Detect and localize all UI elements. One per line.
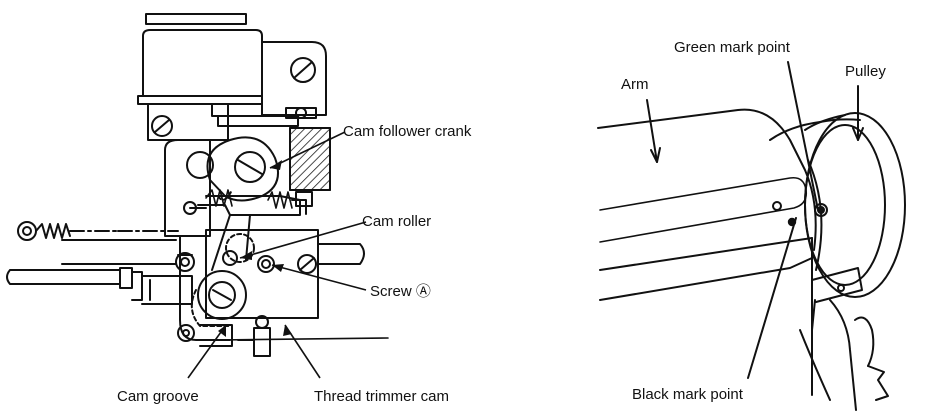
cam-roller bbox=[222, 250, 238, 266]
screw-leader bbox=[271, 264, 367, 291]
top-plate bbox=[145, 13, 247, 25]
cam-follower-crank-leader bbox=[269, 131, 346, 169]
label-cam-groove: Cam groove bbox=[117, 388, 199, 405]
cam-roller-leader bbox=[239, 221, 367, 259]
left-spring bbox=[35, 223, 71, 239]
green-mark-pointer bbox=[787, 61, 819, 211]
bracket-screw bbox=[290, 57, 316, 83]
label-arm: Arm bbox=[621, 76, 649, 93]
cam-groove-leader bbox=[187, 324, 227, 379]
black-mark-pointer bbox=[747, 217, 797, 379]
label-pulley: Pulley bbox=[845, 63, 886, 80]
screw-a bbox=[257, 255, 275, 273]
arm-outline bbox=[597, 108, 817, 251]
label-black-mark-point: Black mark point bbox=[632, 386, 743, 403]
label-green-mark-point: Green mark point bbox=[674, 39, 790, 56]
cam-follower-crank bbox=[206, 136, 279, 202]
solenoid-bracket bbox=[261, 41, 327, 116]
solenoid-block bbox=[142, 29, 263, 97]
crank-shaft bbox=[234, 151, 266, 183]
arm-pointer bbox=[646, 99, 658, 163]
label-thread-trimmer-cam: Thread trimmer cam bbox=[314, 388, 450, 405]
label-cam-roller: Cam roller bbox=[362, 213, 432, 230]
cam-roller-dashed bbox=[225, 233, 255, 263]
label-cam-follower-crank: Cam follower crank bbox=[343, 123, 472, 140]
label-screw-a: Screw Ⓐ bbox=[370, 283, 431, 300]
thread-trimmer-cam bbox=[197, 270, 247, 320]
